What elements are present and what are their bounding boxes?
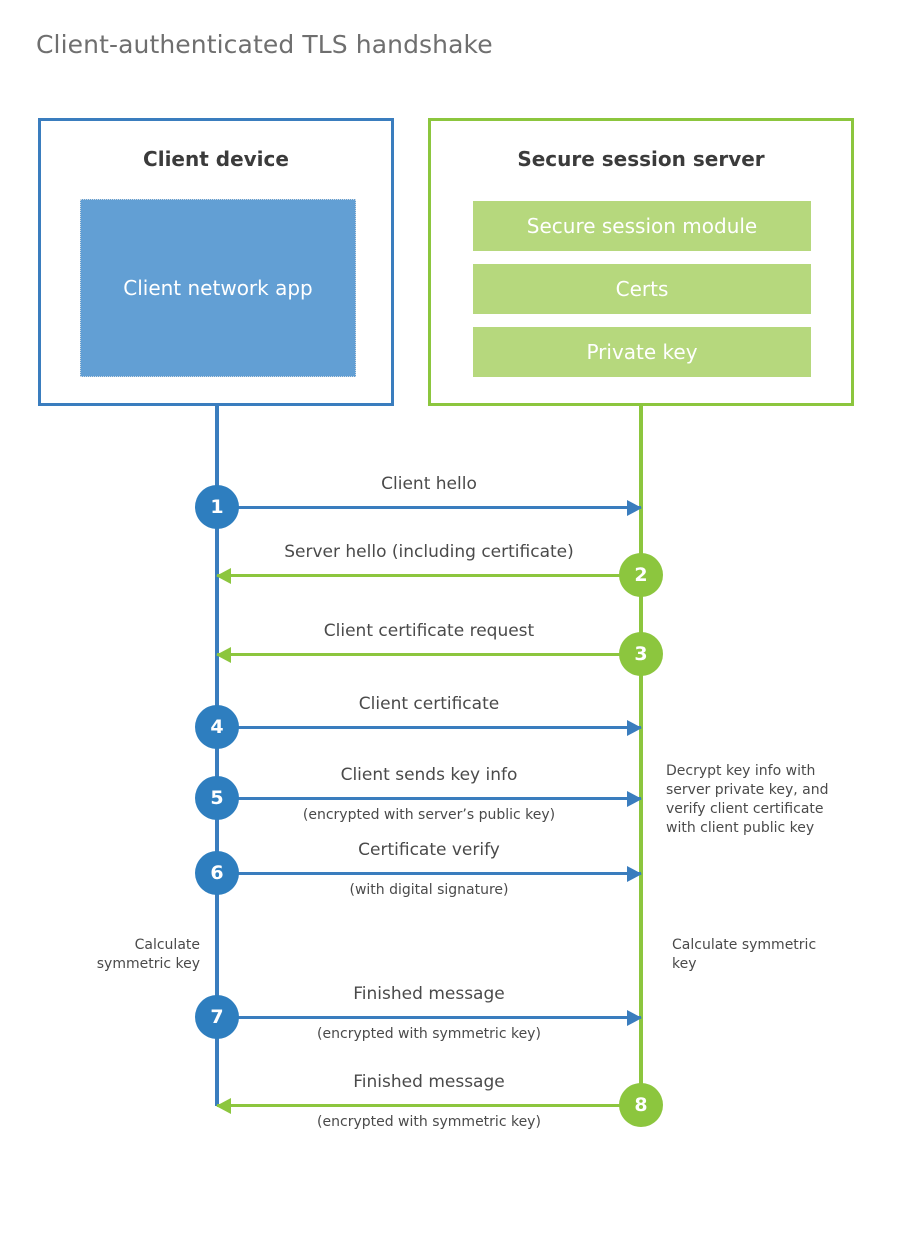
message-label: Client hello bbox=[381, 474, 477, 494]
step-number-badge: 6 bbox=[195, 851, 239, 895]
arrow-head-icon bbox=[627, 866, 642, 882]
message-arrow-line bbox=[217, 872, 641, 875]
server-module-certs: Certs bbox=[473, 264, 811, 314]
server-module-secure-session-module: Secure session module bbox=[473, 201, 811, 251]
step-number-badge: 4 bbox=[195, 705, 239, 749]
message-label: Client certificate request bbox=[323, 621, 535, 641]
message-label: Client sends key info bbox=[340, 765, 518, 785]
message-sublabel: (encrypted with symmetric key) bbox=[317, 1114, 541, 1130]
page-title: Client-authenticated TLS handshake bbox=[36, 30, 493, 59]
step-number-badge: 1 bbox=[195, 485, 239, 529]
note-client-calculate-symmetric-key: Calculate symmetric key bbox=[96, 937, 200, 972]
secure-session-server-box: Secure session server Secure session mod… bbox=[428, 118, 854, 406]
message-arrow-line bbox=[217, 653, 641, 656]
arrow-head-icon bbox=[627, 791, 642, 807]
server-lifeline bbox=[639, 406, 643, 1106]
step-number-badge: 2 bbox=[619, 553, 663, 597]
server-module-private-key: Private key bbox=[473, 327, 811, 377]
client-device-title: Client device bbox=[143, 147, 289, 171]
message-arrow-line bbox=[217, 797, 641, 800]
arrow-head-icon bbox=[216, 568, 231, 584]
message-label: Finished message bbox=[353, 984, 505, 1004]
step-number-badge: 5 bbox=[195, 776, 239, 820]
message-label: Certificate verify bbox=[358, 840, 500, 860]
message-arrow-line bbox=[217, 726, 641, 729]
message-arrow-line bbox=[217, 506, 641, 509]
arrow-head-icon bbox=[216, 1098, 231, 1114]
client-network-app-block: Client network app bbox=[80, 199, 356, 377]
message-sublabel: (encrypted with symmetric key) bbox=[317, 1026, 541, 1042]
message-arrow-line bbox=[217, 1104, 641, 1107]
message-label: Server hello (including certificate) bbox=[284, 542, 574, 562]
client-device-box: Client device Client network app bbox=[38, 118, 394, 406]
secure-session-server-title: Secure session server bbox=[517, 147, 765, 171]
arrow-head-icon bbox=[627, 1010, 642, 1026]
step-number-badge: 7 bbox=[195, 995, 239, 1039]
step-number-badge: 3 bbox=[619, 632, 663, 676]
message-arrow-line bbox=[217, 574, 641, 577]
step-number-badge: 8 bbox=[619, 1083, 663, 1127]
arrow-head-icon bbox=[627, 720, 642, 736]
message-label: Client certificate bbox=[358, 694, 500, 714]
arrow-head-icon bbox=[216, 647, 231, 663]
arrow-head-icon bbox=[627, 500, 642, 516]
client-lifeline bbox=[215, 406, 219, 1106]
note-server-calculate-symmetric-key: Calculate symmetric key bbox=[672, 937, 817, 972]
note-server-decrypt: Decrypt key info with server private key… bbox=[666, 763, 829, 836]
message-sublabel: (with digital signature) bbox=[349, 882, 509, 898]
message-label: Finished message bbox=[353, 1072, 505, 1092]
message-sublabel: (encrypted with server’s public key) bbox=[302, 807, 556, 823]
message-arrow-line bbox=[217, 1016, 641, 1019]
